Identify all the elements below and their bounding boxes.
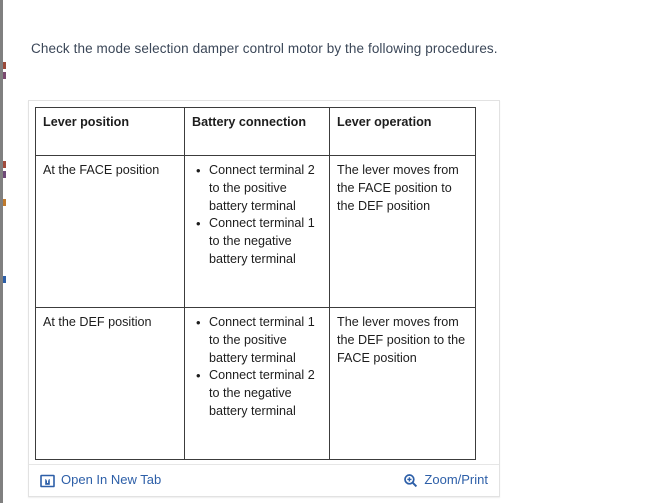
cell-lever-position: At the DEF position (35, 307, 185, 460)
cell-lever-operation: The lever moves from the DEF position to… (329, 307, 476, 460)
left-edge-fleck (3, 62, 6, 69)
left-edge-fleck (3, 199, 6, 206)
column-header-lever-operation: Lever operation (329, 107, 476, 156)
figure-panel: Lever position Battery connection Lever … (28, 100, 500, 497)
list-item: Connect terminal 2 to the negative batte… (196, 367, 322, 420)
cell-lever-operation: The lever moves from the FACE position t… (329, 155, 476, 308)
table-row: At the DEF position Connect terminal 1 t… (35, 307, 476, 460)
magnifier-plus-icon (403, 473, 418, 488)
table-header-row: Lever position Battery connection Lever … (35, 107, 476, 156)
column-header-battery-connection: Battery connection (184, 107, 330, 156)
open-in-new-tab-label: Open In New Tab (61, 472, 162, 487)
left-edge-fleck (3, 161, 6, 168)
battery-connection-steps: Connect terminal 1 to the positive batte… (192, 314, 322, 421)
table-row: At the FACE position Connect terminal 2 … (35, 155, 476, 308)
list-item: Connect terminal 1 to the positive batte… (196, 314, 322, 367)
left-edge-fleck (3, 72, 6, 79)
figure-body: Lever position Battery connection Lever … (35, 107, 476, 461)
left-edge-fleck (3, 171, 6, 178)
open-in-new-window-icon (40, 473, 55, 488)
cell-battery-connection: Connect terminal 2 to the positive batte… (184, 155, 330, 308)
zoom-print-label: Zoom/Print (424, 472, 488, 487)
open-in-new-tab-link[interactable]: Open In New Tab (40, 472, 161, 488)
intro-paragraph: Check the mode selection damper control … (31, 40, 498, 56)
battery-connection-steps: Connect terminal 2 to the positive batte… (192, 162, 322, 269)
cell-battery-connection: Connect terminal 1 to the positive batte… (184, 307, 330, 460)
list-item: Connect terminal 1 to the negative batte… (196, 215, 322, 268)
list-item: Connect terminal 2 to the positive batte… (196, 162, 322, 215)
zoom-print-link[interactable]: Zoom/Print (403, 472, 488, 488)
left-edge-fleck (3, 276, 6, 283)
damper-procedure-table: Lever position Battery connection Lever … (35, 107, 476, 460)
figure-footer-bar: Open In New Tab Zoom/Print (29, 464, 499, 496)
cell-lever-position: At the FACE position (35, 155, 185, 308)
left-edge-rule (0, 0, 3, 503)
column-header-lever-position: Lever position (35, 107, 185, 156)
